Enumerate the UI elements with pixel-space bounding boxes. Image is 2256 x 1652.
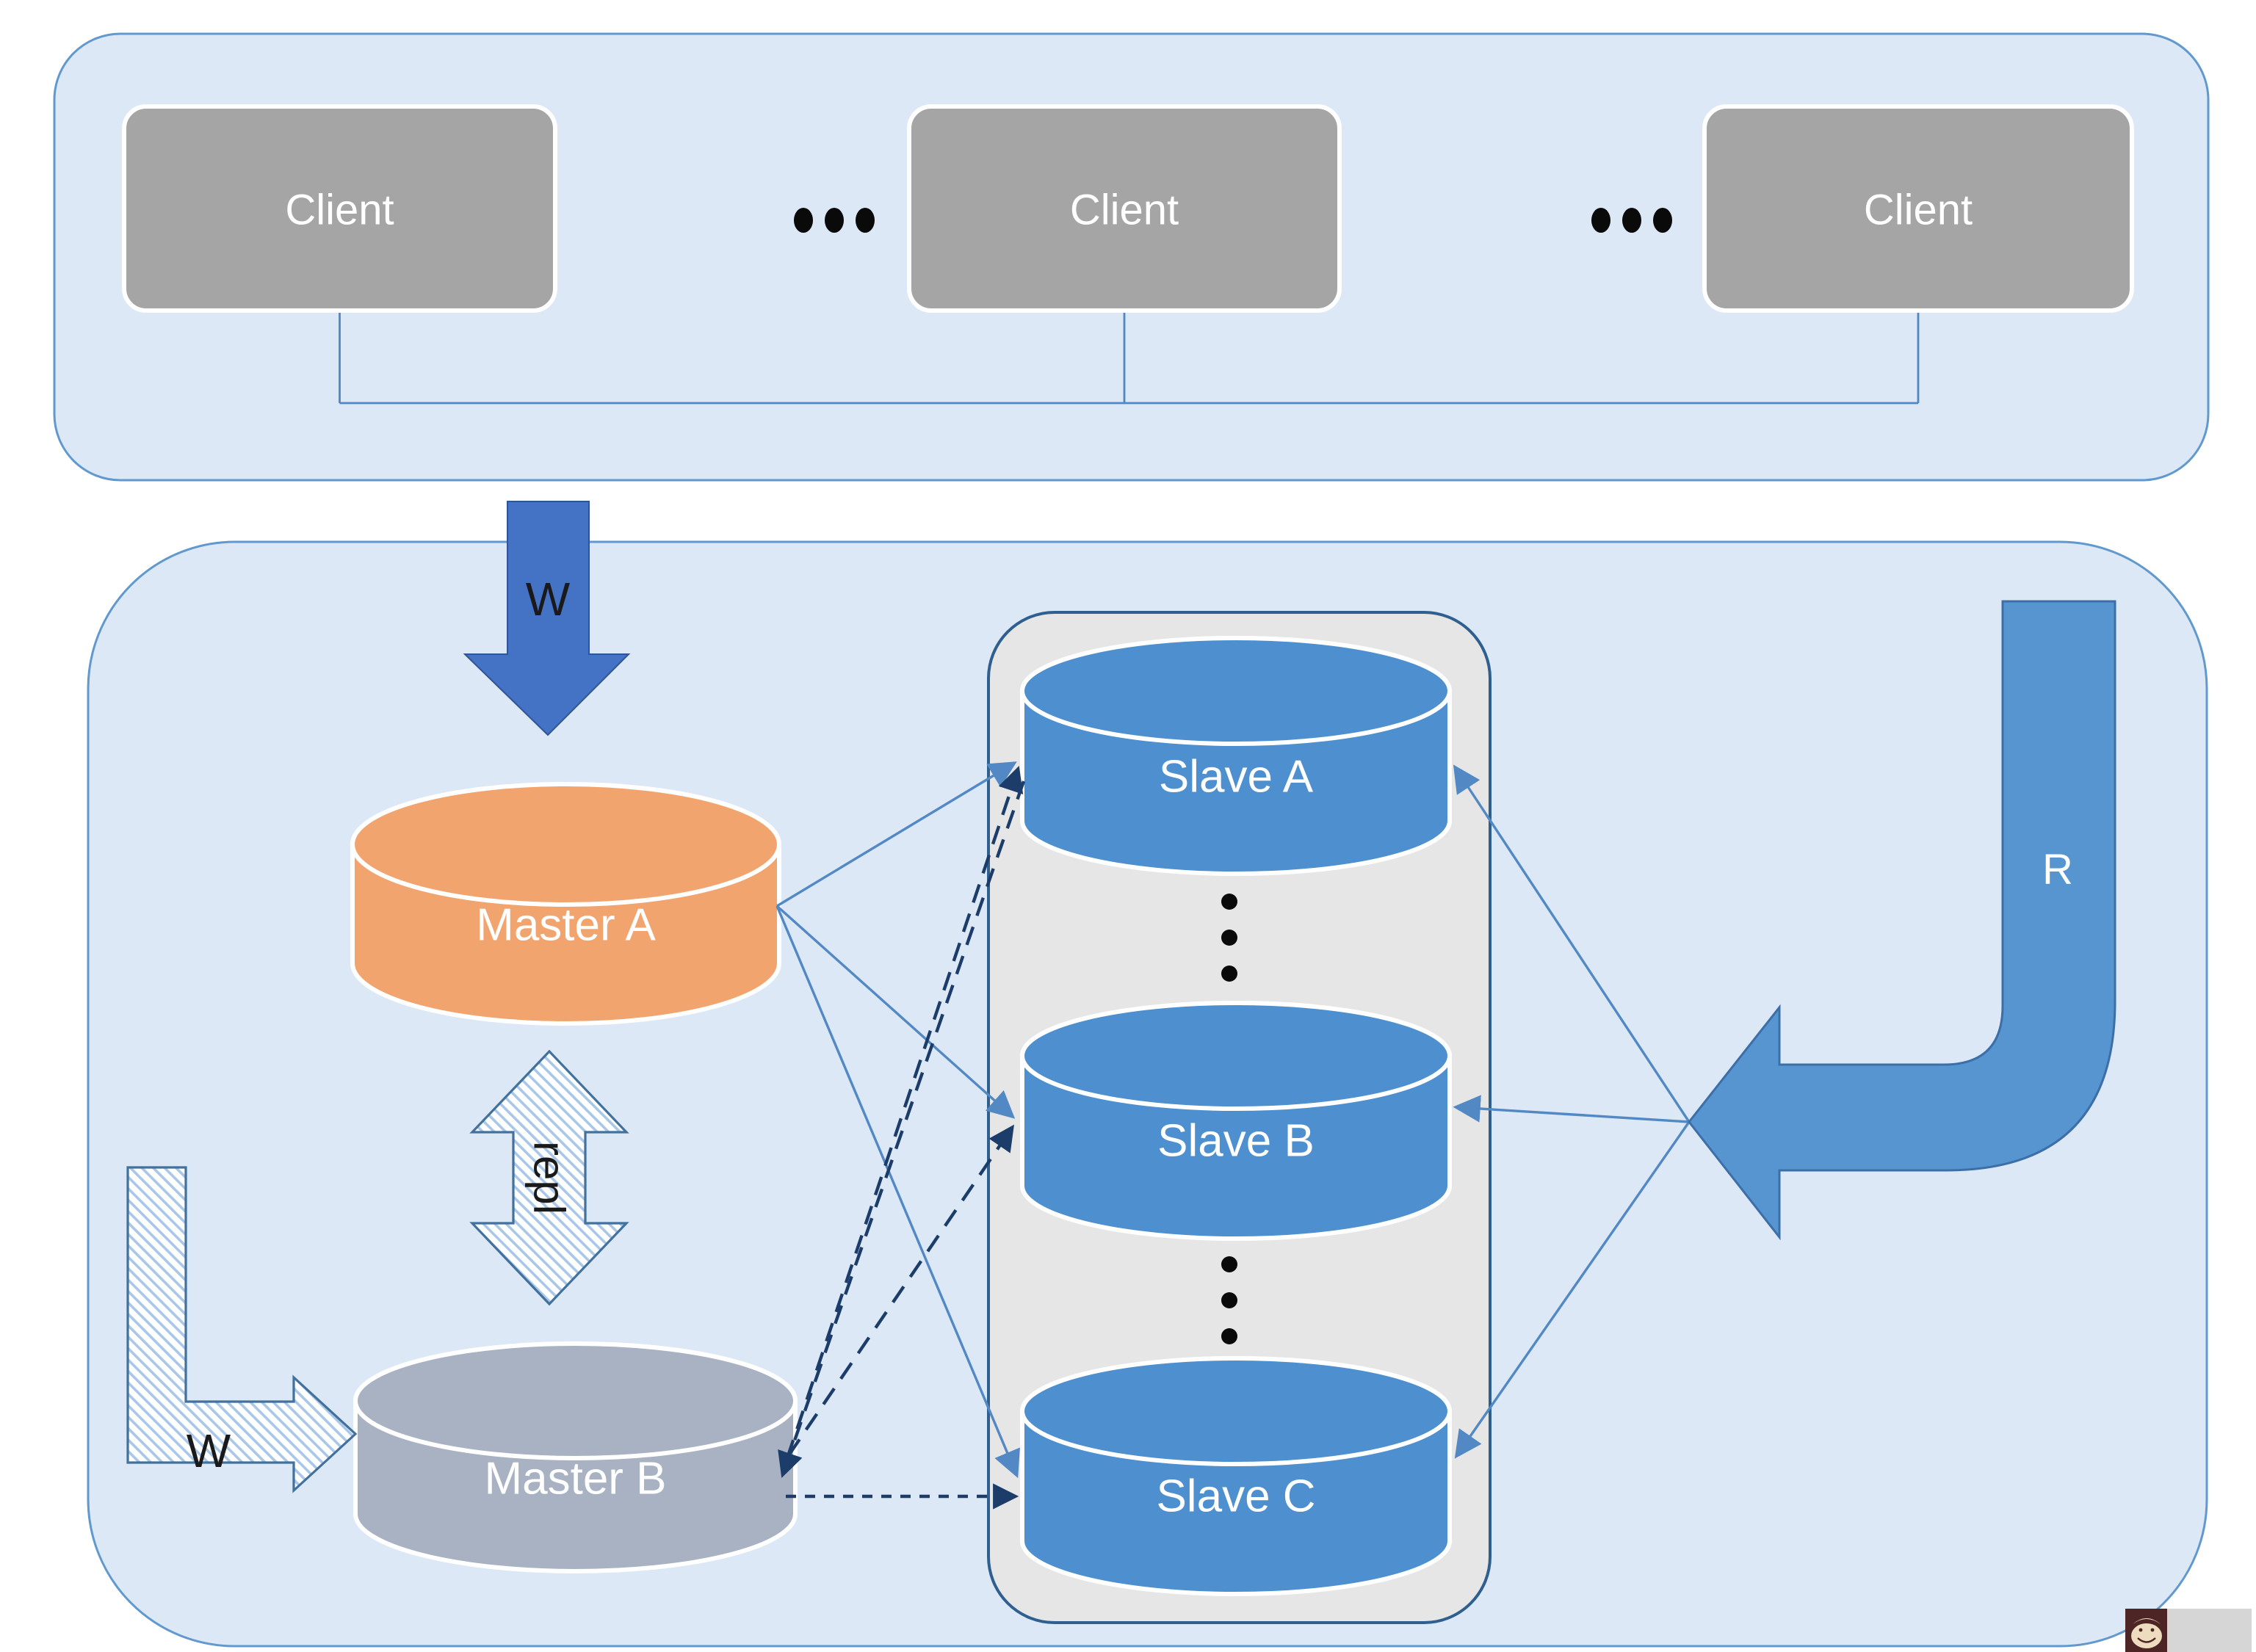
external-write-arrow-label: W — [187, 1424, 231, 1477]
master-b-top — [353, 1341, 798, 1460]
slave-a-label: Slave A — [1159, 752, 1314, 803]
master-a-to-slaves-links — [776, 761, 1020, 1479]
link-master-a-slave-c — [776, 905, 1020, 1479]
slaves-ellipsis-icon-1 — [1221, 894, 1237, 982]
master-b-to-slaves-links — [778, 765, 1026, 1510]
replication-double-arrow: repl — [469, 1049, 629, 1306]
slave-b-database: Slave B — [1020, 1001, 1452, 1241]
external-write-arrow-shape — [126, 1166, 358, 1493]
client-box-3: Client — [1702, 104, 2134, 313]
slave-b-top — [1020, 1001, 1452, 1111]
clients-ellipsis-icon-2 — [1591, 208, 1672, 233]
clients-connector-line — [339, 311, 1920, 405]
master-b-database: Master B — [353, 1341, 798, 1573]
slave-a-top — [1020, 636, 1452, 746]
read-fanout-links — [1453, 764, 1691, 1459]
slave-c-top — [1020, 1356, 1452, 1466]
write-arrow-label: W — [526, 573, 571, 626]
client-box-1: Client — [122, 104, 557, 313]
slave-b-label: Slave B — [1157, 1116, 1315, 1167]
link-master-a-slave-b — [776, 905, 1016, 1119]
client-box-3-label: Client — [1864, 186, 1973, 234]
slaves-ellipsis-icon-2 — [1221, 1256, 1237, 1344]
read-arrow-label: R — [2042, 846, 2073, 894]
client-box-1-label: Client — [285, 186, 394, 234]
master-b-label: Master B — [484, 1454, 666, 1504]
read-arrow: R — [1688, 600, 2116, 1241]
client-box-1-shape — [122, 104, 557, 313]
client-box-3-shape — [1702, 104, 2134, 313]
replication-arrow-shape — [469, 1049, 629, 1306]
master-a-label: Master A — [476, 900, 656, 951]
client-box-2: Client — [907, 104, 1342, 313]
slave-c-label: Slave C — [1156, 1471, 1315, 1522]
link-master-b-slave-b — [787, 1124, 1014, 1457]
write-arrow-shape — [463, 501, 631, 736]
write-arrow-clients-to-master-a: W — [463, 501, 631, 736]
clients-ellipsis-icon-1 — [794, 208, 875, 233]
client-box-2-label: Client — [1070, 186, 1179, 234]
write-arrow-external-to-master-b: W — [126, 1166, 358, 1493]
watermark — [2125, 1609, 2252, 1652]
master-a-database: Master A — [350, 782, 781, 1026]
slave-c-database: Slave C — [1020, 1356, 1452, 1596]
watermark-monkey-face-icon — [2131, 1618, 2162, 1648]
slave-a-database: Slave A — [1020, 636, 1452, 876]
link-read-slave-c — [1454, 1121, 1691, 1459]
link-read-slave-a — [1453, 764, 1691, 1123]
master-a-top — [350, 782, 781, 907]
read-arrow-shape — [1688, 600, 2116, 1241]
link-master-a-slave-a — [776, 761, 1017, 907]
link-read-slave-b — [1453, 1095, 1690, 1123]
replication-arrow-label: repl — [525, 1141, 574, 1214]
client-box-2-shape — [907, 104, 1342, 313]
